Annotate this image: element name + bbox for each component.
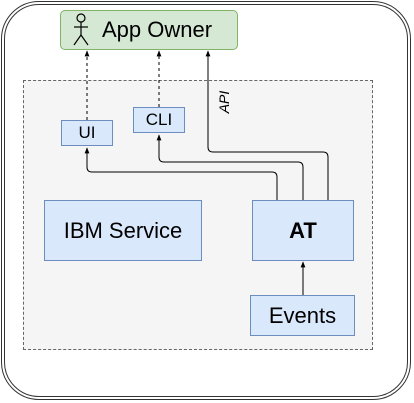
app-owner-label: App Owner (102, 17, 213, 42)
at-node-label: AT (289, 217, 317, 243)
actor-icon (73, 13, 89, 46)
events-node-label: Events (268, 302, 337, 328)
ibm-service-label: IBM Service (63, 217, 183, 243)
at-to-owner-api-edge (205, 50, 329, 200)
at-to-cli-edge (156, 134, 304, 200)
ibm-service-node[interactable]: IBM Service (44, 200, 202, 261)
cli-node-label: CLI (145, 110, 173, 129)
app-owner-node[interactable]: App Owner (60, 10, 238, 50)
ui-node[interactable]: UI (61, 120, 113, 146)
at-node[interactable]: AT (252, 200, 354, 261)
events-node[interactable]: Events (250, 295, 355, 336)
inner-boundary (4, 4, 408, 397)
at-to-ui-edge (84, 147, 278, 200)
cli-node[interactable]: CLI (133, 107, 185, 133)
ui-node-label: UI (78, 123, 96, 142)
api-edge-label: API (216, 90, 232, 114)
